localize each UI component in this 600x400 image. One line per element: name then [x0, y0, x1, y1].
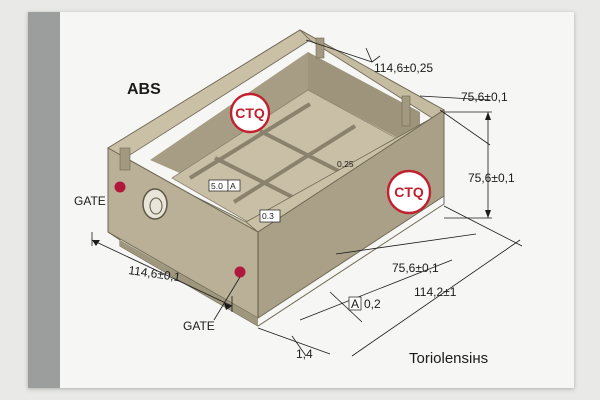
- flatness-value: 0,2: [364, 297, 381, 311]
- material-label: ABS: [127, 81, 161, 98]
- gate-marker-1: [114, 181, 126, 193]
- dimension-lines: [91, 39, 523, 357]
- inner-back-wall: [308, 52, 420, 150]
- ctq-bubble-2: [386, 169, 432, 215]
- datum-frame-1-value: 5.0: [211, 181, 223, 191]
- corner-tab-right: [401, 95, 411, 127]
- dimension-arrows: [92, 112, 491, 310]
- gate-label-1: GATE: [74, 194, 106, 208]
- datum-frame-1-datum: A: [230, 181, 236, 191]
- datum-frame-1: 5.0 A: [208, 179, 241, 192]
- port-hole-inner: [149, 197, 163, 215]
- inner-left-wall: [150, 52, 308, 174]
- dim-corner-radius: 1,4: [296, 347, 313, 361]
- molded-box: [107, 29, 445, 327]
- dim-top-width: 75,6±0,1: [461, 90, 508, 104]
- dim-top-length: 114,6±0,25: [374, 61, 433, 75]
- datum-frame-2-value: 0.3: [262, 211, 274, 221]
- dim-height: 75,6±0,1: [468, 171, 515, 185]
- corner-tab-back: [315, 37, 325, 59]
- corner-tab-left: [119, 147, 131, 171]
- port-hole: [142, 188, 168, 220]
- gate-marker-2: [234, 266, 246, 278]
- dim-bottom-length: 114,2±1: [414, 285, 457, 299]
- flatness-datum: A: [351, 297, 359, 311]
- ctq-label-2: CTQ: [394, 184, 424, 200]
- sheet-margin-strip: [28, 12, 60, 388]
- gate-label-2: GATE: [183, 319, 215, 333]
- flatness-frame: A 0,2: [348, 296, 381, 311]
- title-block-label: Toriolensiнs: [409, 350, 488, 367]
- rib-3: [232, 124, 357, 204]
- dim-bottom-width: 75,6±0,1: [392, 261, 439, 275]
- gate-leader-2: [213, 276, 241, 321]
- ctq-label-1: CTQ: [235, 105, 265, 121]
- rib-4: [188, 102, 312, 180]
- datum-frame-2: 0.3: [259, 209, 281, 223]
- ctq-bubble-1: [229, 92, 271, 134]
- rib-note: 0,25: [337, 159, 354, 169]
